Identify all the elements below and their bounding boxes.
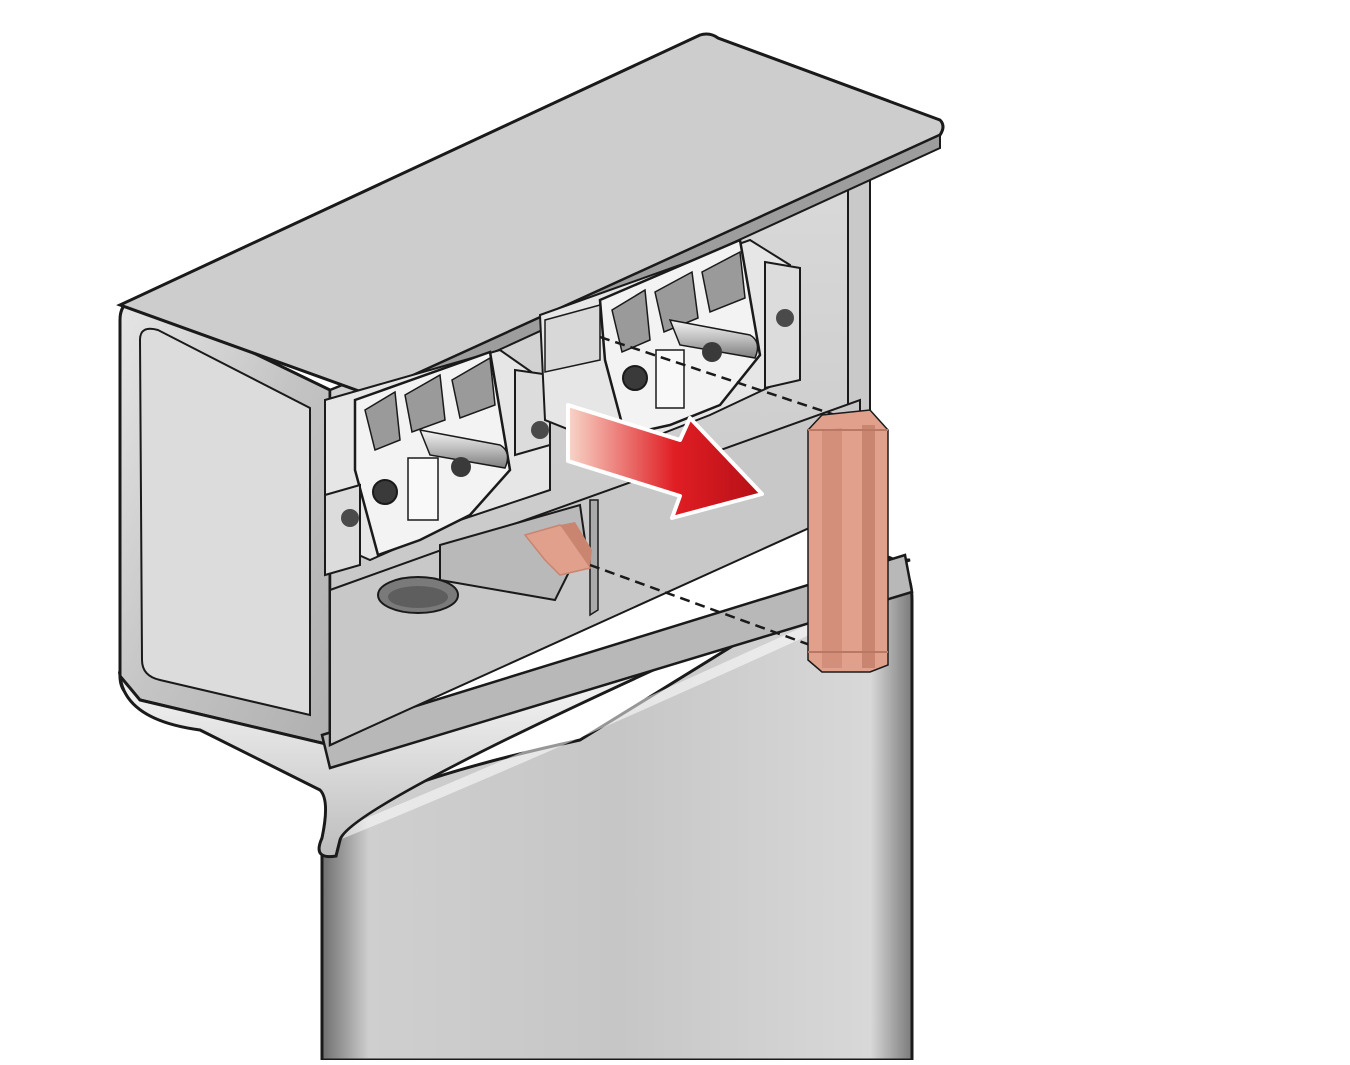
socket-insert-right — [538, 238, 801, 452]
guide-lines — [589, 335, 836, 647]
clip-in-rail — [523, 522, 592, 576]
clip-part — [807, 409, 889, 673]
socket-insert-left — [324, 348, 551, 577]
slide-arrow-icon — [566, 403, 764, 520]
